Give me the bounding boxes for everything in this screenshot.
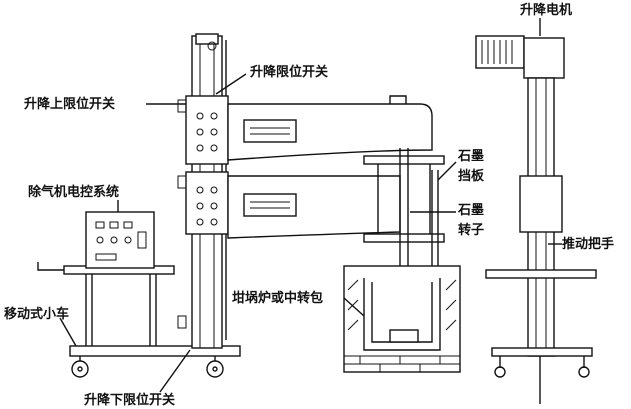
control-cabinet	[85, 211, 155, 269]
label-graphite-rotor-line2: 转子	[458, 222, 484, 238]
leader-lines	[59, 18, 562, 393]
crucible-furnace	[343, 265, 461, 373]
label-lift-limit-switch: 升降限位开关	[250, 64, 328, 80]
lower-arm	[227, 175, 401, 239]
label-push-handle: 推动把手	[562, 236, 614, 252]
label-graphite-baffle-line1: 石墨	[457, 149, 484, 164]
side-view	[475, 35, 597, 404]
label-crucible-or-ladle: 坩埚炉或中转包	[232, 290, 323, 306]
upper-arm	[227, 95, 433, 161]
label-mobile-cart: 移动式小车	[4, 306, 69, 322]
label-graphite-baffle-line2: 挡板	[458, 168, 485, 184]
label-degasser-control-system: 除气机电控系统	[28, 184, 119, 200]
label-lift-motor: 升降电机	[520, 2, 572, 18]
label-lift-lower-limit-switch: 升降下限位开关	[84, 392, 175, 408]
label-graphite-rotor-line1: 石墨	[457, 203, 484, 218]
label-lift-upper-limit-switch: 升降上限位开关	[24, 96, 115, 112]
lift-column	[177, 33, 229, 349]
